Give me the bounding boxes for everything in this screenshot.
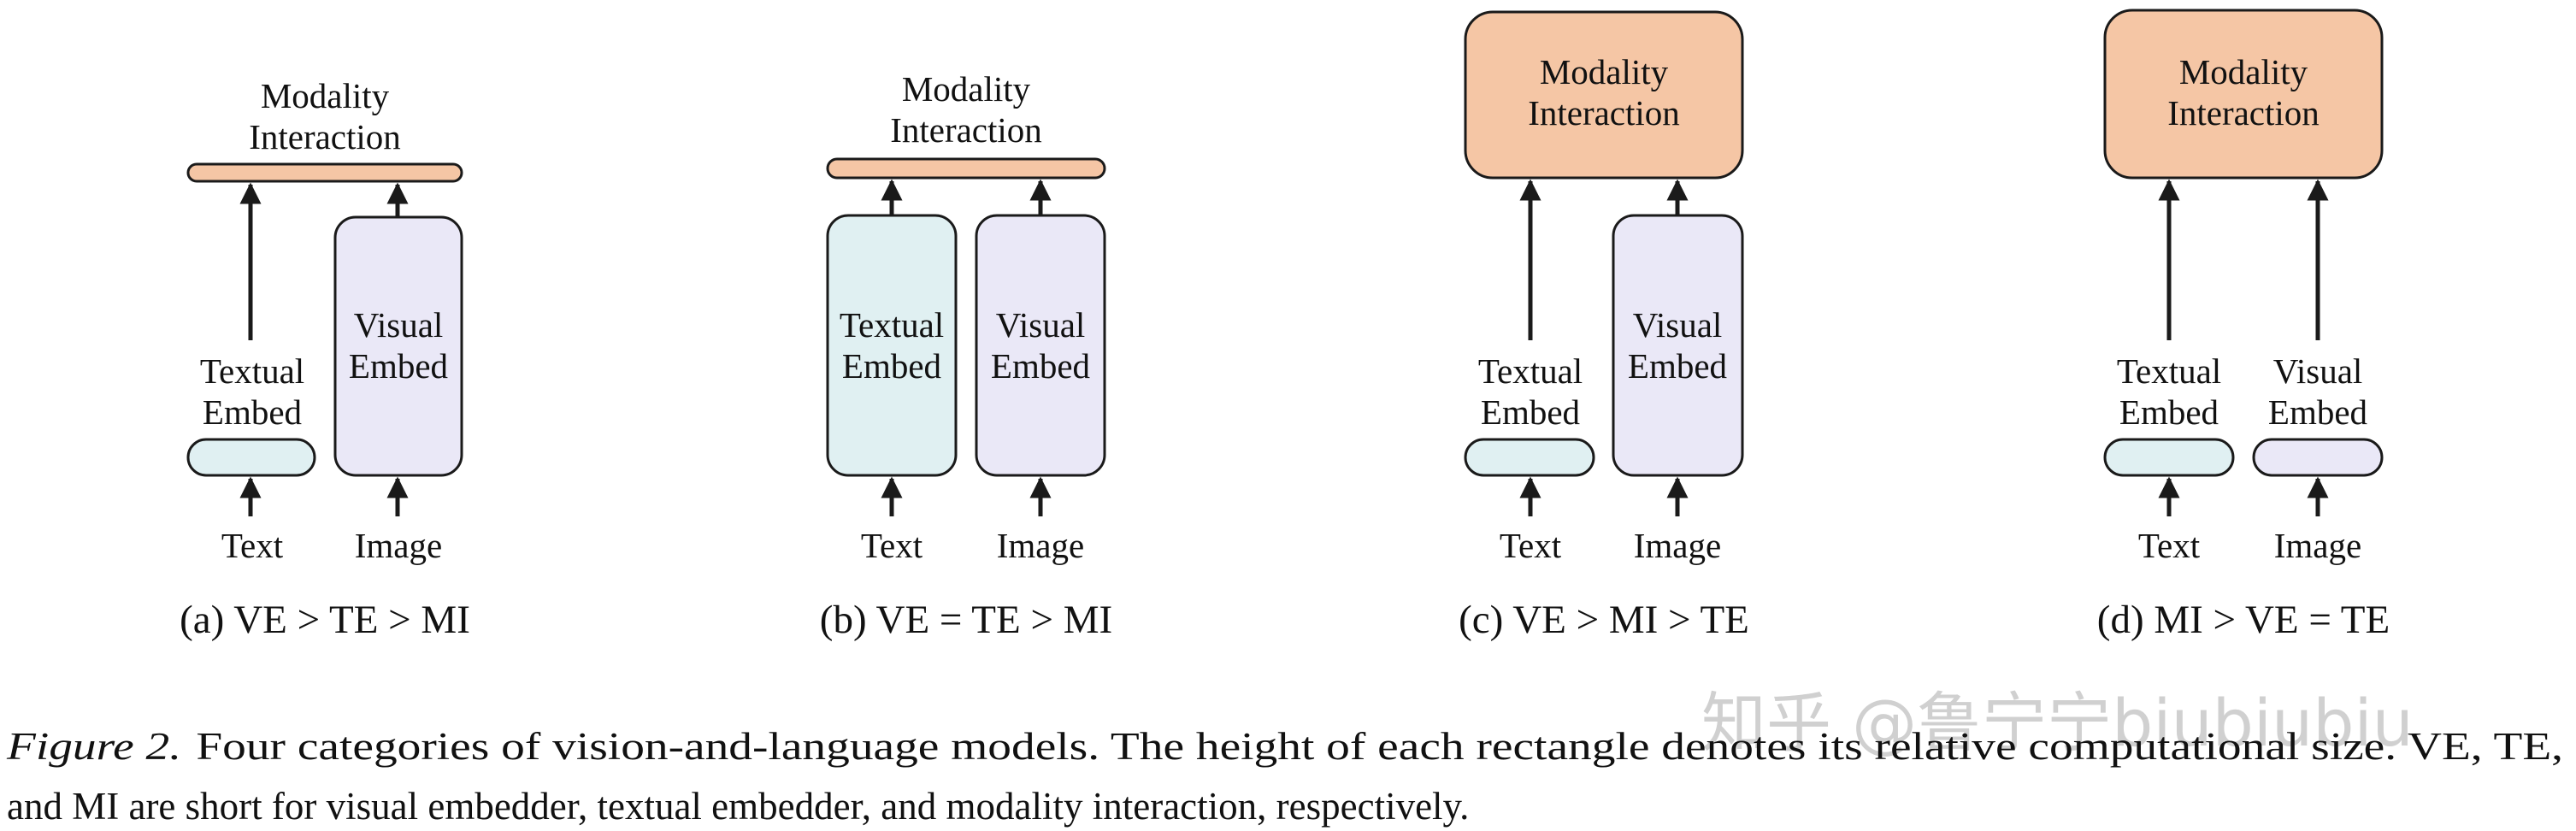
panel-b-te-label-line1: Textual (840, 305, 944, 345)
panel-c-te-label-line1: Textual (1478, 351, 1583, 391)
figure-caption-line1-text: Four categories of vision-and-language m… (196, 725, 2563, 768)
panel-b-textual-embed-box (826, 214, 958, 477)
watermark: 知乎 @鲁宁宁biubiubiu (1701, 685, 2414, 761)
panel-b-mi-label-line1: Modality (902, 69, 1031, 109)
figure-caption-line1: Figure 2. Four categories of vision-and-l… (6, 725, 2563, 768)
panel-c: Modality Interaction Textual Embed Visua… (1459, 10, 1749, 642)
panel-c-textual-embed-box (1464, 438, 1595, 477)
panel-b-text-input-label: Text (861, 526, 923, 565)
panel-d-te-label-line2: Embed (2119, 392, 2219, 432)
panel-c-mi-label-line2: Interaction (1528, 93, 1680, 133)
panel-d-visual-embed-box (2252, 438, 2384, 477)
panel-c-visual-embed-box (1612, 214, 1744, 477)
panel-a-te-label-line1: Textual (200, 351, 304, 391)
panel-b-caption: (b) VE = TE > MI (820, 598, 1112, 642)
panel-b-mi-label-line2: Interaction (890, 110, 1042, 150)
panel-d-text-input-label: Text (2138, 526, 2201, 565)
panel-a: Modality Interaction Textual Embed Visua… (180, 76, 470, 642)
panel-d: Modality Interaction Textual Embed Visua… (2097, 9, 2390, 642)
panel-c-te-label-line2: Embed (1481, 392, 1580, 432)
panel-c-mi-label-line1: Modality (1540, 52, 1669, 91)
panel-a-ve-label-line1: Visual (354, 305, 444, 345)
panel-a-caption: (a) VE > TE > MI (180, 598, 470, 642)
panel-c-ve-label-line1: Visual (1633, 305, 1723, 345)
panel-c-image-input-label: Image (1634, 526, 1721, 565)
figure-caption-label: Figure 2. (6, 725, 181, 768)
panel-d-caption: (d) MI > VE = TE (2097, 598, 2390, 642)
panel-a-te-label-line2: Embed (203, 392, 302, 432)
panel-d-mi-label-line2: Interaction (2167, 93, 2320, 133)
panel-b-ve-label-line2: Embed (991, 346, 1090, 386)
panel-a-visual-embed-box (333, 215, 463, 477)
panel-c-modality-interaction-box (1464, 10, 1744, 180)
panel-d-textual-embed-box (2103, 438, 2235, 477)
panel-b-te-label-line2: Embed (842, 346, 941, 386)
panel-d-te-label-line1: Textual (2117, 351, 2221, 391)
panel-b: Modality Interaction Textual Embed Visua… (820, 69, 1112, 642)
panel-a-text-input-label: Text (221, 526, 284, 565)
panel-a-mi-label-line1: Modality (261, 76, 390, 115)
panel-a-modality-interaction-box (186, 162, 463, 183)
panel-b-image-input-label: Image (997, 526, 1084, 565)
panel-a-ve-label-line2: Embed (349, 346, 448, 386)
panel-b-ve-label-line1: Visual (996, 305, 1086, 345)
panel-a-textual-embed-box (186, 438, 316, 477)
panel-d-modality-interaction-box (2103, 9, 2384, 180)
panel-d-ve-label-line1: Visual (2273, 351, 2363, 391)
panel-a-mi-label-line2: Interaction (249, 117, 401, 156)
figure-caption-line2: and MI are short for visual embedder, te… (7, 785, 1469, 828)
panel-a-image-input-label: Image (355, 526, 442, 565)
panel-d-ve-label-line2: Embed (2268, 392, 2367, 432)
panel-b-visual-embed-box (975, 214, 1106, 477)
panel-c-ve-label-line2: Embed (1628, 346, 1727, 386)
panel-d-mi-label-line1: Modality (2179, 52, 2308, 91)
panel-b-modality-interaction-box (826, 157, 1106, 180)
panel-c-caption: (c) VE > MI > TE (1459, 598, 1749, 642)
panel-d-image-input-label: Image (2274, 526, 2361, 565)
panel-c-text-input-label: Text (1500, 526, 1562, 565)
